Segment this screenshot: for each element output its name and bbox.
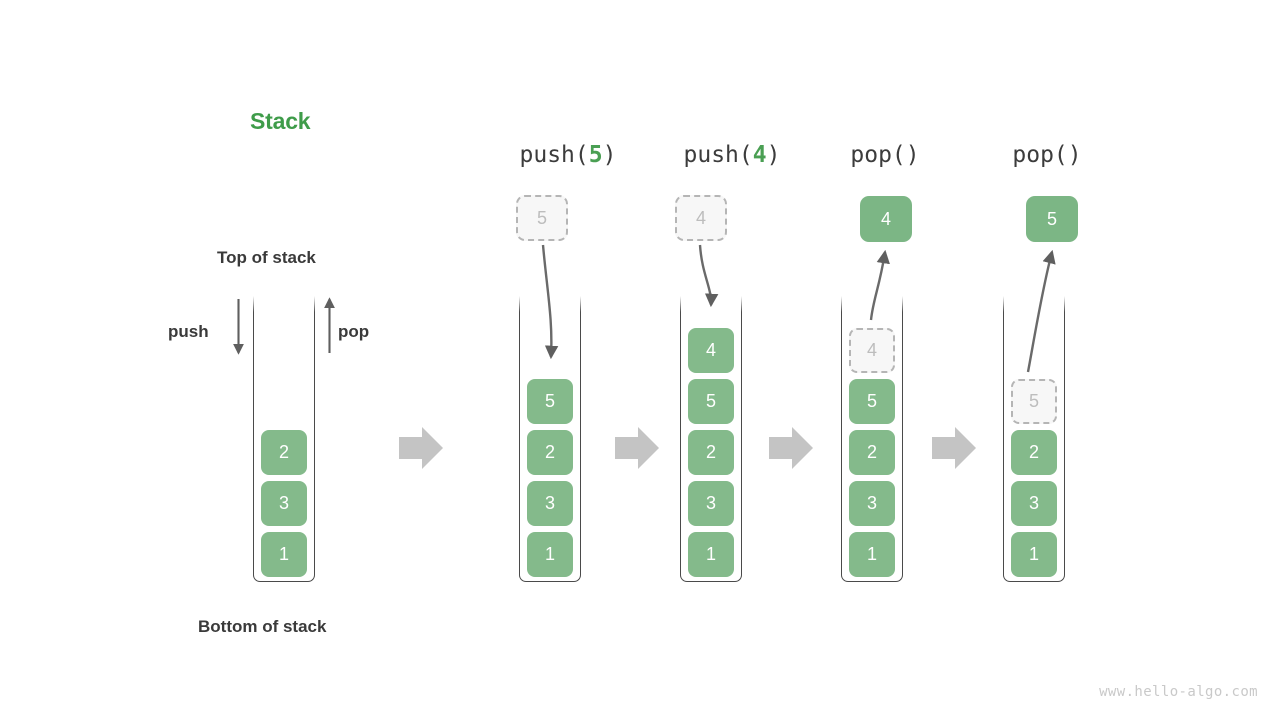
popped-value-box-5: 5: [1026, 196, 1078, 242]
op-header-text: pop(): [850, 142, 920, 168]
op-header-arg: 4: [752, 142, 767, 168]
stack-cell: 1: [849, 532, 895, 577]
watermark: www.hello-algo.com: [1099, 684, 1258, 700]
stack-column-push-5: 1 3 2 5: [518, 296, 582, 582]
stack-cell-removed: 5: [1011, 379, 1057, 424]
stack-cells: 1 3 2 5 4: [843, 322, 901, 577]
stack-cell: 3: [1011, 481, 1057, 526]
stack-cell: 2: [688, 430, 734, 475]
stack-cell: 1: [688, 532, 734, 577]
flow-arrow-3: [769, 427, 813, 469]
stack-column-pop-5: 1 3 2 5: [1002, 296, 1066, 582]
op-header-text: push(: [683, 142, 753, 168]
pending-value-box-5: 5: [516, 195, 568, 241]
flow-arrow-2: [615, 427, 659, 469]
stack-cell: 5: [527, 379, 573, 424]
push-label: push: [168, 322, 209, 341]
stack-cell: 3: [688, 481, 734, 526]
page-title: Stack: [250, 108, 311, 134]
stack-cells: 1 3 2 5: [1005, 373, 1063, 577]
op-header-arg: 5: [588, 142, 603, 168]
stack-cells: 1 3 2: [255, 424, 313, 577]
pop-label: pop: [338, 322, 370, 341]
pending-value-text: 4: [695, 207, 706, 228]
stack-cells: 1 3 2 5: [521, 373, 579, 577]
stack-column-pop-4: 1 3 2 5 4: [840, 296, 904, 582]
op-header-text: pop(): [1012, 142, 1082, 168]
stack-cell: 2: [261, 430, 307, 475]
stack-cell: 2: [1011, 430, 1057, 475]
stack-cells: 1 3 2 5 4: [682, 322, 740, 577]
stack-container: [519, 296, 581, 582]
popped-value-text: 4: [880, 208, 891, 229]
stack-cell: 2: [849, 430, 895, 475]
stack-cell-removed: 4: [849, 328, 895, 373]
stack-cell: 5: [849, 379, 895, 424]
op-header-suffix: ): [766, 142, 781, 168]
stack-column-initial: 1 3 2: [252, 296, 316, 582]
bottom-of-stack-label: Bottom of stack: [198, 617, 327, 636]
op-header-push-5: push(5): [498, 142, 638, 168]
stack-container: [841, 296, 903, 582]
flow-arrow-4: [932, 427, 976, 469]
pending-value-text: 5: [536, 207, 547, 228]
op-header-text: push(: [519, 142, 589, 168]
stack-cell: 1: [261, 532, 307, 577]
stack-cell: 1: [1011, 532, 1057, 577]
flow-arrow-1: [399, 427, 443, 469]
pending-value-box-4: 4: [675, 195, 727, 241]
stack-cell: 3: [261, 481, 307, 526]
stack-container: [1003, 296, 1065, 582]
stack-column-push-4: 1 3 2 5 4: [679, 296, 743, 582]
stack-cell: 3: [849, 481, 895, 526]
top-of-stack-label: Top of stack: [217, 248, 316, 267]
popped-value-box-4: 4: [860, 196, 912, 242]
op-header-pop-2: pop(): [977, 142, 1117, 168]
popped-value-text: 5: [1046, 208, 1057, 229]
stack-cell: 3: [527, 481, 573, 526]
op-header-suffix: ): [602, 142, 617, 168]
stack-cell: 1: [527, 532, 573, 577]
stack-container: [253, 296, 315, 582]
stack-container: [680, 296, 742, 582]
stack-cell: 2: [527, 430, 573, 475]
op-header-push-4: push(4): [662, 142, 802, 168]
stack-cell: 4: [688, 328, 734, 373]
stack-cell: 5: [688, 379, 734, 424]
op-header-pop-1: pop(): [815, 142, 955, 168]
